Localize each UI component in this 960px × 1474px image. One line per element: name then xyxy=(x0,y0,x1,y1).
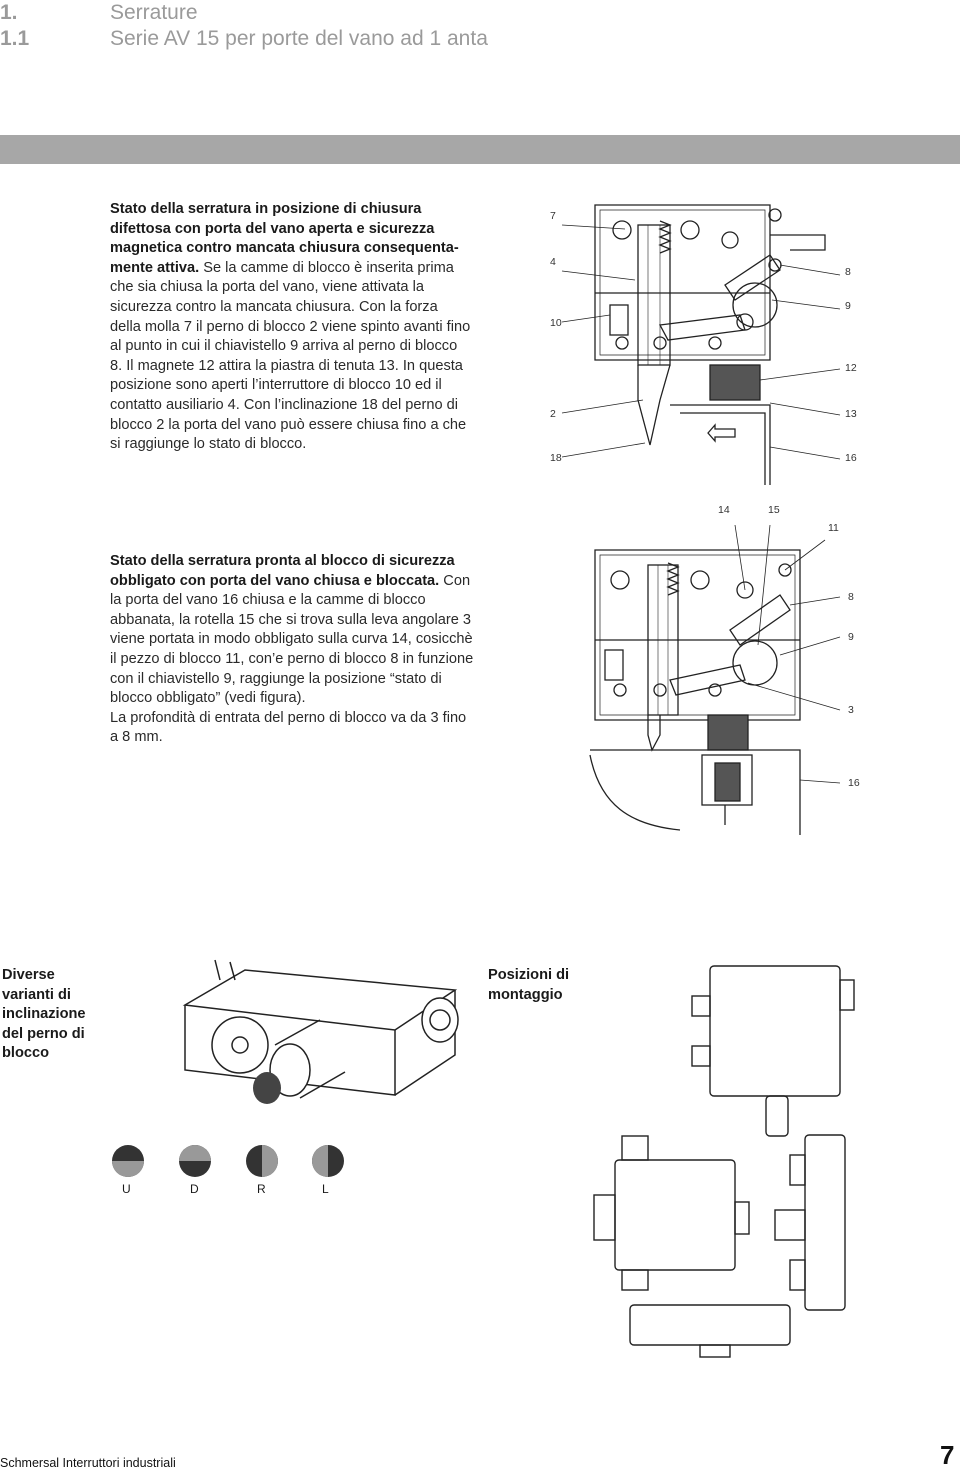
section1-body: Se la camme di blocco è inserita prima c… xyxy=(110,259,471,453)
callout-2: 2 xyxy=(550,408,556,420)
section2-paragraph: Stato della serratura pronta al blocco d… xyxy=(110,552,474,748)
variant-d: D xyxy=(190,1182,199,1196)
callout-9b: 9 xyxy=(848,631,854,643)
subsection-number: 1.1 xyxy=(0,27,30,50)
variants-label: Diverse varianti di inclinazione del per… xyxy=(2,967,86,1062)
callout-14: 14 xyxy=(718,504,730,516)
variant-u: U xyxy=(122,1182,131,1196)
variant-l: L xyxy=(322,1182,329,1196)
callout-16b: 16 xyxy=(848,777,860,789)
footer-company: Schmersal Interruttori industriali xyxy=(0,1456,176,1470)
section1-paragraph: Stato della serratura in posizione di ch… xyxy=(110,200,472,455)
mounting-positions-drawing xyxy=(593,965,855,1358)
section-number: 1. xyxy=(0,1,18,24)
section2-depth-note: La profondità di entrata del perno di bl… xyxy=(110,709,467,746)
gray-band xyxy=(0,135,960,164)
lock-diagram-open xyxy=(561,204,841,485)
section2-body: Con la porta del vano 16 chiusa e la cam… xyxy=(110,572,474,707)
callout-16: 16 xyxy=(845,452,857,464)
lock-perspective-drawing xyxy=(182,959,459,1104)
variant-r: R xyxy=(257,1182,266,1196)
section1-heading: Stato della serratura in posizione di ch… xyxy=(110,201,459,276)
subsection-title: Serie AV 15 per porte del vano ad 1 anta xyxy=(110,27,488,50)
page-number: 7 xyxy=(940,1440,955,1470)
callout-18: 18 xyxy=(550,452,562,464)
callout-13: 13 xyxy=(845,408,857,420)
mounting-label: Posizioni di montaggio xyxy=(488,967,570,1003)
callout-9: 9 xyxy=(845,300,851,312)
callout-7: 7 xyxy=(550,210,556,222)
section2-heading: Stato della serratura pronta al blocco d… xyxy=(110,553,455,589)
section-title: Serrature xyxy=(110,1,198,24)
callout-8b: 8 xyxy=(848,591,854,603)
callout-12: 12 xyxy=(845,362,857,374)
callout-15: 15 xyxy=(768,504,780,516)
callout-3: 3 xyxy=(848,704,854,716)
callout-8: 8 xyxy=(845,266,851,278)
callout-4: 4 xyxy=(550,256,556,268)
callout-11: 11 xyxy=(828,522,839,534)
callout-10: 10 xyxy=(550,317,562,329)
pin-variants-row xyxy=(112,1145,344,1177)
lock-diagram-locked xyxy=(589,524,841,835)
